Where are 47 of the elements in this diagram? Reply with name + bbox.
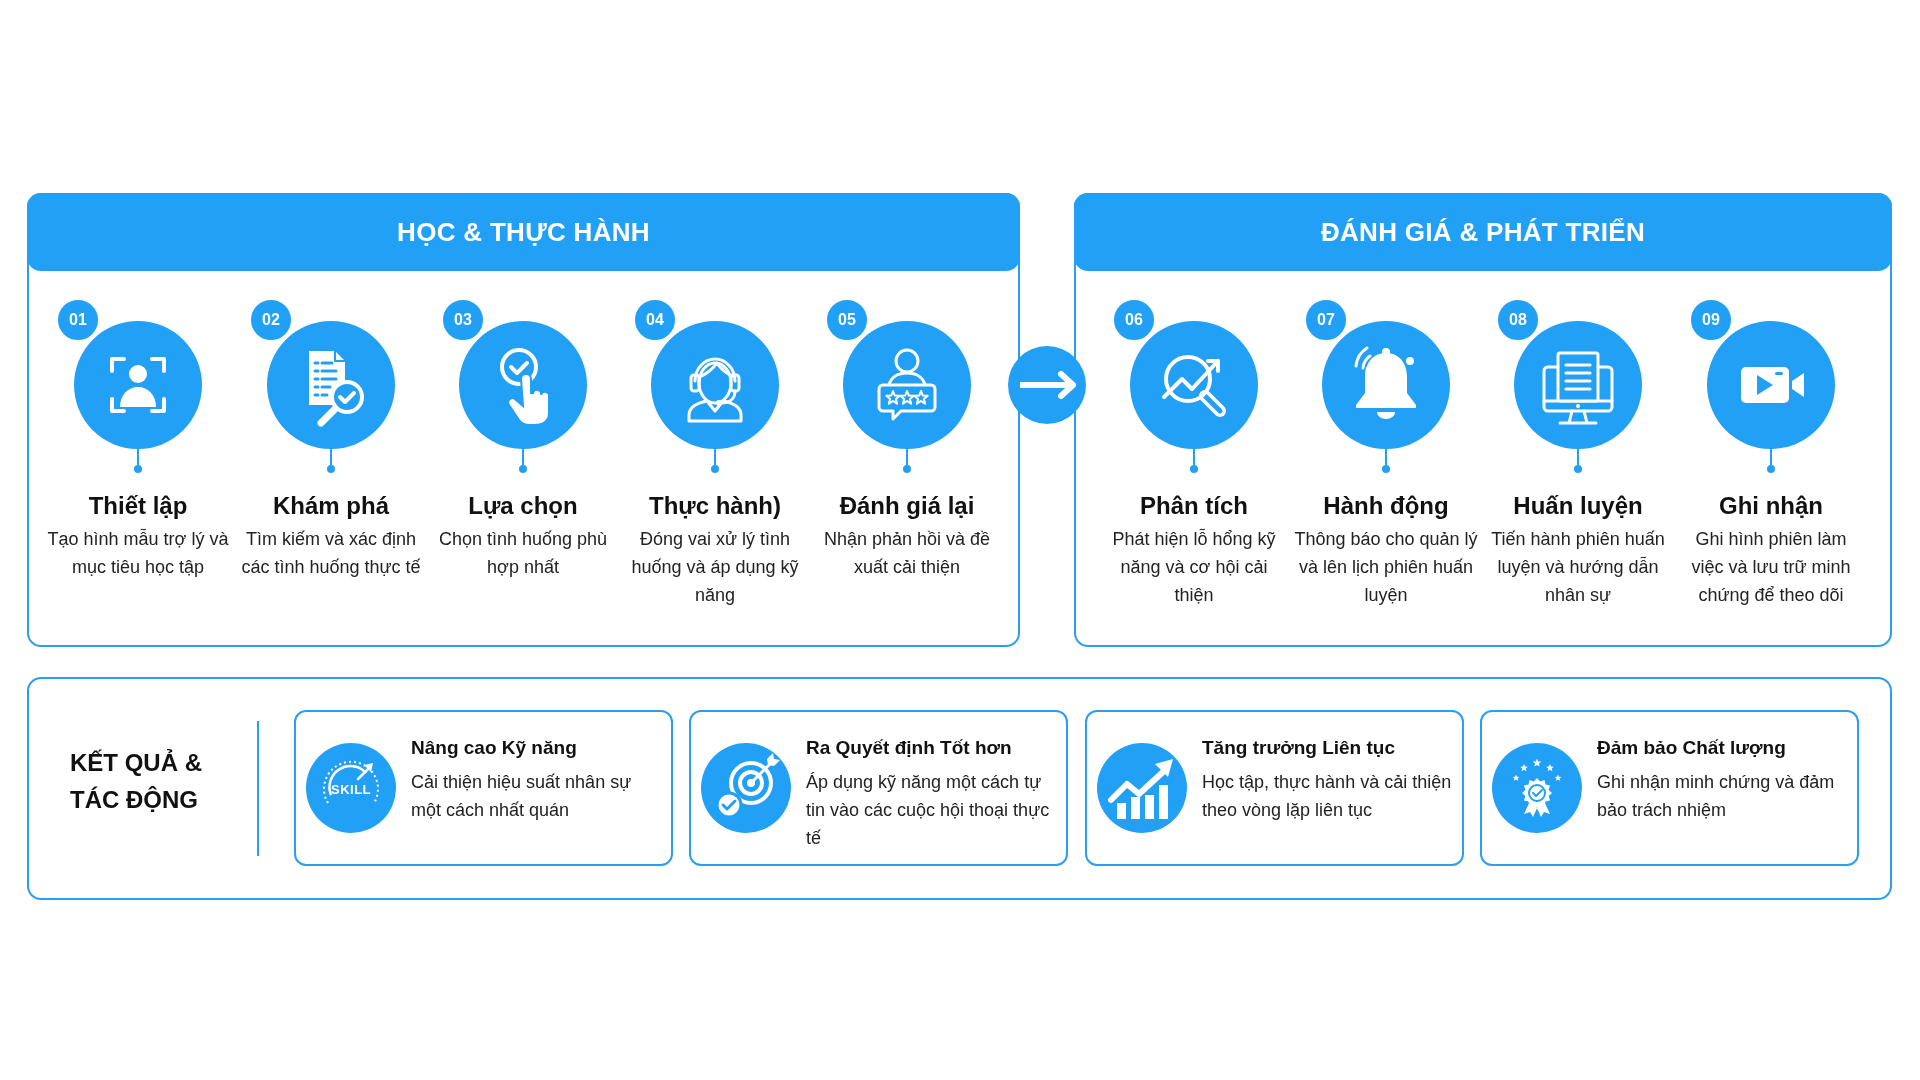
outcome-card — [1480, 710, 1859, 866]
step-description: Thông báo cho quản lý và lên lịch phiên huấn luyện — [1293, 528, 1479, 607]
outcome-card — [1085, 710, 1464, 866]
step-title: Lựa chọn — [468, 491, 578, 521]
step-description: Tạo hình mẫu trợ lý và mục tiêu học tập — [46, 527, 230, 579]
section-panel — [27, 677, 1892, 900]
outcome-card — [294, 710, 673, 866]
step-title: Khám phá — [273, 491, 389, 521]
step-number: 02 — [248, 297, 294, 343]
step-description: Ghi hình phiên làm việc và lưu trữ minh chứng để theo dõi — [1690, 528, 1852, 607]
card-title: Ra Quyết định Tốt hơn — [806, 736, 1012, 760]
step-description: Nhận phản hồi và đề xuất cải thiện — [822, 528, 992, 579]
card-description: Áp dụng kỹ năng một cách tự tin vào các cuộc hội thoại thực tế — [806, 771, 1051, 850]
step-title: Thiết lập — [88, 491, 188, 521]
step-title: Hành động — [1323, 491, 1449, 521]
step-number: 04 — [632, 297, 678, 343]
card-description: Ghi nhận minh chứng và đảm bảo trách nhiệm — [1597, 771, 1836, 822]
step-description: Đóng vai xử lý tình huống và áp dụng kỹ năng — [630, 528, 800, 607]
step-title: Đánh giá lại — [839, 491, 975, 521]
step-number: 06 — [1111, 297, 1157, 343]
step-number: 01 — [55, 297, 101, 343]
step-description: Phát hiện lỗ hổng kỹ năng và cơ hội cải thiện — [1111, 527, 1277, 607]
step-number: 03 — [440, 297, 486, 343]
panel-header: ĐÁNH GIÁ & PHÁT TRIỂN — [1074, 193, 1892, 271]
step-description: Tiến hành phiên huấn luyện và hướng dẫn nhân sự — [1490, 528, 1666, 607]
card-description: Học tập, thực hành và cải thiện theo vòng lặp liên tục — [1202, 771, 1452, 822]
section-panel — [1074, 193, 1892, 647]
panel-header: HỌC & THỰC HÀNH — [27, 193, 1020, 271]
step-title: Huấn luyện — [1513, 491, 1643, 521]
step-number: 08 — [1495, 297, 1541, 343]
step-title: Phân tích — [1140, 491, 1248, 521]
step-title: Thực hành) — [649, 491, 781, 521]
section-heading: KẾT QUẢ & TÁC ĐỘNG — [70, 748, 203, 815]
card-description: Cải thiện hiệu suất nhân sự một cách nhất quán — [411, 771, 633, 822]
card-title: Nâng cao Kỹ năng — [411, 736, 577, 760]
outcome-card — [689, 710, 1068, 866]
card-title: Tăng trưởng Liên tục — [1202, 736, 1395, 760]
step-number: 07 — [1303, 297, 1349, 343]
step-number: 09 — [1688, 297, 1734, 343]
step-number: 05 — [824, 297, 870, 343]
card-title: Đảm bảo Chất lượng — [1597, 736, 1786, 760]
icon-text: SKILL — [330, 783, 372, 797]
step-description: Chọn tình huống phù hợp nhất — [437, 528, 609, 579]
step-description: Tìm kiếm và xác định các tình huống thực tế — [240, 528, 422, 579]
arrow — [1020, 371, 1076, 399]
section-panel — [27, 193, 1020, 647]
step-title: Ghi nhận — [1719, 491, 1823, 521]
